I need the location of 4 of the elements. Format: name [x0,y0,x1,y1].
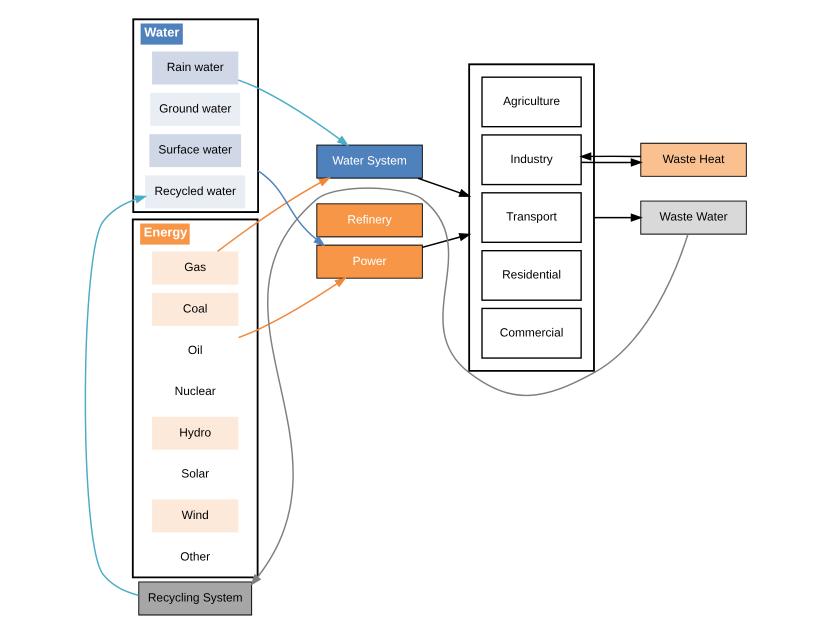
node-text: Solar [181,466,210,481]
node-text: Nuclear [174,384,216,398]
node-text: Oil [188,342,202,357]
node-text: Other [180,549,210,564]
